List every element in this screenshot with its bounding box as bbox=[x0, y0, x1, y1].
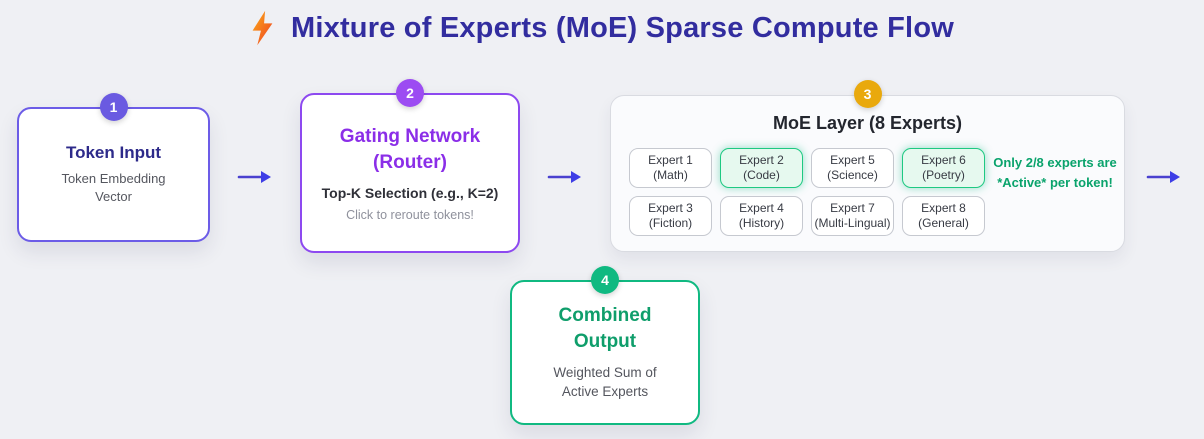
sparse-activation-note: Only 2/8 experts are *Active* per token! bbox=[993, 155, 1117, 190]
node-token-input[interactable]: 1 Token Input Token Embedding Vector bbox=[17, 93, 210, 242]
expert-name: Expert 3 bbox=[648, 200, 693, 215]
flow-arrow-2 bbox=[547, 171, 581, 183]
expert-card-7[interactable]: Expert 7 (Multi-Lingual) bbox=[811, 196, 894, 236]
expert-domain: (Multi-Lingual) bbox=[814, 216, 891, 230]
reroute-hint: Click to reroute tokens! bbox=[346, 207, 474, 222]
node-moe-layer: 3 MoE Layer (8 Experts) Expert 1 (Math) … bbox=[610, 80, 1125, 252]
expert-card-5[interactable]: Expert 5 (Science) bbox=[811, 148, 894, 188]
flow-arrow-3 bbox=[1146, 171, 1180, 183]
step-badge-1: 1 bbox=[99, 93, 128, 121]
flow-arrow-1 bbox=[237, 171, 271, 183]
expert-card-6[interactable]: Expert 6 (Poetry) bbox=[902, 148, 985, 188]
moe-layer-title: MoE Layer (8 Experts) bbox=[772, 113, 963, 133]
expert-domain: (Poetry) bbox=[922, 168, 965, 182]
step-badge-2: 2 bbox=[396, 79, 424, 107]
expert-grid: Expert 1 (Math) Expert 2 (Code) Expert 5… bbox=[629, 148, 985, 236]
topk-selection-label: Top-K Selection (e.g., K=2) bbox=[321, 185, 499, 202]
expert-name: Expert 4 bbox=[739, 200, 784, 215]
gating-network-title: Gating Network (Router) bbox=[339, 126, 481, 173]
combined-output-title: Combined Output bbox=[558, 305, 652, 352]
expert-domain: (History) bbox=[738, 216, 785, 230]
node-gating-network[interactable]: 2 Gating Network (Router) Top-K Selectio… bbox=[300, 79, 520, 253]
expert-name: Expert 7 bbox=[830, 200, 875, 215]
expert-domain: (Code) bbox=[743, 168, 780, 182]
expert-domain: (Math) bbox=[653, 168, 688, 182]
expert-name: Expert 5 bbox=[830, 152, 875, 167]
expert-card-8[interactable]: Expert 8 (General) bbox=[902, 196, 985, 236]
expert-domain: (Fiction) bbox=[648, 216, 693, 230]
expert-card-3[interactable]: Expert 3 (Fiction) bbox=[629, 196, 712, 236]
expert-name: Expert 6 bbox=[921, 152, 966, 167]
page-header: Mixture of Experts (MoE) Sparse Compute … bbox=[0, 10, 1204, 46]
combined-output-subtitle: Weighted Sum of Active Experts bbox=[553, 364, 657, 400]
expert-card-4[interactable]: Expert 4 (History) bbox=[720, 196, 803, 236]
step-badge-3: 3 bbox=[853, 80, 882, 108]
page-title: Mixture of Experts (MoE) Sparse Compute … bbox=[291, 11, 954, 44]
expert-domain: (General) bbox=[918, 216, 969, 230]
step-badge-4: 4 bbox=[591, 266, 619, 294]
token-input-title: Token Input bbox=[65, 142, 162, 162]
lightning-icon bbox=[252, 10, 273, 46]
expert-card-1[interactable]: Expert 1 (Math) bbox=[629, 148, 712, 188]
expert-name: Expert 8 bbox=[921, 200, 966, 215]
node-combined-output[interactable]: 4 Combined Output Weighted Sum of Active… bbox=[510, 266, 700, 425]
expert-name: Expert 1 bbox=[648, 152, 693, 167]
expert-name: Expert 2 bbox=[739, 152, 784, 167]
expert-card-2[interactable]: Expert 2 (Code) bbox=[720, 148, 803, 188]
expert-domain: (Science) bbox=[827, 168, 878, 182]
token-input-subtitle: Token Embedding Vector bbox=[61, 170, 166, 204]
